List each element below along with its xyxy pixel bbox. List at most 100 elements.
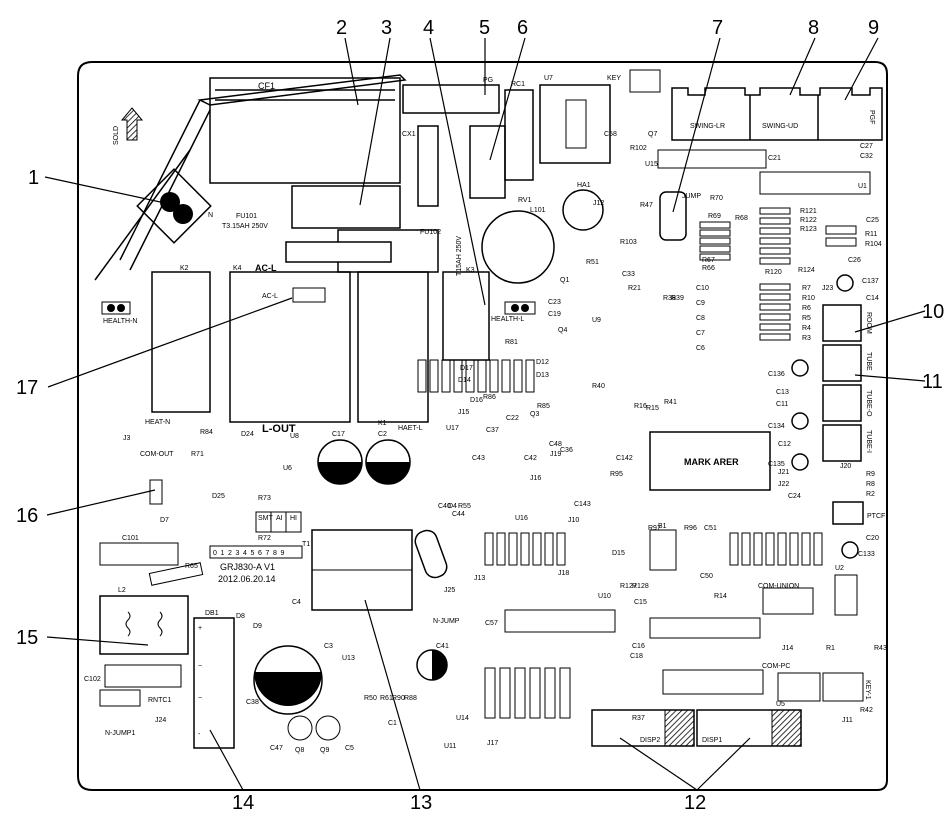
component-label-c13: C13	[776, 389, 789, 396]
capacitors-c17-c2	[317, 439, 411, 485]
haet-l-label: HAET-L	[398, 425, 423, 432]
component-label-j17: J17	[487, 740, 498, 747]
component-label-j19: J19	[550, 451, 561, 458]
svg-text:RV1: RV1	[518, 197, 532, 204]
svg-text:C38: C38	[246, 699, 259, 706]
component-label-c51: C51	[704, 525, 717, 532]
component-label-r37: R37	[632, 715, 645, 722]
component-label-r47: R47	[640, 202, 653, 209]
relays	[151, 271, 490, 423]
component-label-u17: U17	[446, 425, 459, 432]
svg-text:U7: U7	[544, 75, 553, 82]
callout-leaders	[44, 37, 926, 791]
ac-l-label: AC-L	[255, 263, 277, 273]
component-label-r95: R95	[610, 471, 623, 478]
component-label-d25: D25	[212, 493, 225, 500]
svg-text:C102: C102	[84, 676, 101, 683]
callout-12: 12	[684, 792, 706, 814]
svg-text:C101: C101	[122, 535, 139, 542]
heat-n-label: HEAT-N	[145, 419, 170, 426]
component-label-j25: J25	[444, 587, 455, 594]
component-label-u13: U13	[342, 655, 355, 662]
component-label-c23: C23	[548, 299, 561, 306]
svg-text:R65: R65	[185, 563, 198, 570]
callout-6: 6	[517, 17, 528, 39]
mark-area-label: MARK ARER	[684, 457, 739, 467]
svg-text:~: ~	[198, 663, 202, 670]
sold-label: SOLD	[113, 126, 120, 145]
com-out-label: COM-OUT	[140, 451, 174, 458]
component-label-r10: R10	[802, 295, 815, 302]
component-label-c7: C7	[696, 330, 705, 337]
ptcf-label: PTCF	[867, 513, 885, 520]
svg-text:C41: C41	[436, 643, 449, 650]
component-label-r88: R88	[404, 695, 417, 702]
component-label-c11: C11	[776, 401, 788, 408]
svg-text:U2: U2	[835, 565, 844, 572]
tube-o-label: TUBE-O	[865, 390, 872, 417]
component-label-r66: R66	[702, 265, 715, 272]
component-label-q3: Q3	[530, 411, 539, 418]
callout-13: 13	[410, 792, 432, 814]
component-label-r69: R69	[708, 213, 721, 220]
component-label-c143: C143	[574, 501, 591, 508]
component-label-c48: C48	[549, 441, 562, 448]
svg-text:Q8: Q8	[295, 747, 304, 754]
component-label-r97: R97	[648, 525, 661, 532]
component-label-c22: C22	[506, 415, 519, 422]
n-terminal	[136, 168, 212, 244]
pgf-label: PGF	[868, 110, 875, 124]
right-capacitors	[791, 274, 859, 559]
component-label-d13: D13	[536, 372, 549, 379]
component-label-d15: D15	[612, 550, 625, 557]
callout-14: 14	[232, 792, 254, 814]
component-label-u6: U6	[283, 465, 292, 472]
fu101-rating: T3.15AH 250V	[222, 223, 268, 230]
callout-5: 5	[479, 17, 490, 39]
component-label-r6: R6	[802, 305, 811, 312]
swing-connectors	[671, 87, 883, 141]
display-connectors	[591, 709, 802, 747]
component-label-r8: R8	[866, 481, 875, 488]
svg-text:L2: L2	[118, 587, 126, 594]
board-outline	[77, 61, 888, 791]
callout-7: 7	[712, 17, 723, 39]
component-label-r120: R120	[765, 269, 782, 276]
component-label-r15: R15	[646, 405, 659, 412]
jump-label: JUMP	[682, 193, 701, 200]
svg-text:C57: C57	[485, 620, 498, 627]
component-label-r55: R55	[458, 503, 471, 510]
component-label-c14: C14	[866, 295, 879, 302]
svg-text:DB1: DB1	[205, 610, 219, 617]
component-label-u14: U14	[456, 715, 469, 722]
component-label-j11: J11	[842, 717, 853, 724]
cf1-label: CF1	[258, 81, 275, 91]
component-label-c1: C1	[388, 720, 397, 727]
component-label-r14: R14	[714, 593, 727, 600]
component-label-r121: R121	[800, 208, 817, 215]
key1-label: KEY-1	[864, 680, 871, 700]
callout-2: 2	[336, 17, 347, 39]
component-label-c43: C43	[472, 455, 485, 462]
component-label-u16: U16	[515, 515, 528, 522]
fu102-label: FU102	[420, 229, 441, 236]
l-out-label: L-OUT	[262, 423, 296, 435]
svg-text:R72: R72	[258, 535, 271, 542]
component-label-r104: R104	[865, 241, 882, 248]
key-label: KEY	[607, 75, 621, 82]
svg-text:C21: C21	[768, 155, 781, 162]
component-label-u11: U11	[444, 743, 456, 750]
callout-8: 8	[808, 17, 819, 39]
component-label-c44: C44	[452, 511, 465, 518]
component-label-j23: J23	[822, 285, 833, 292]
component-label-r68: R68	[735, 215, 748, 222]
component-label-j21: J21	[778, 469, 789, 476]
component-label-r81: R81	[505, 339, 518, 346]
svg-text:AI: AI	[276, 515, 283, 522]
n-jump1-label: N-JUMP1	[105, 730, 135, 737]
component-label-r4: R4	[802, 325, 811, 332]
component-label-j15: J15	[458, 409, 469, 416]
component-label-q7: Q7	[648, 131, 657, 138]
